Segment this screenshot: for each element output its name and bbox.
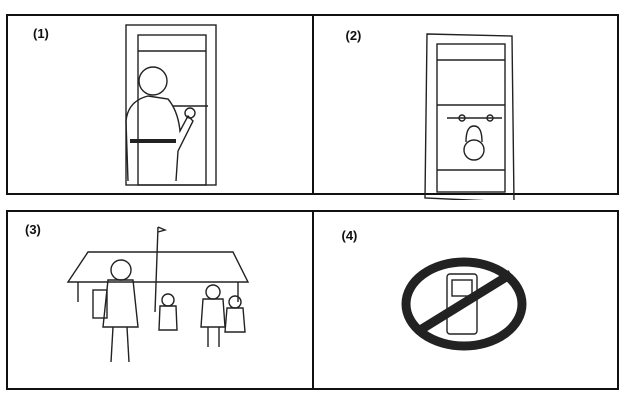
panel-1: (1) xyxy=(8,16,312,193)
panel-label: (4) xyxy=(341,228,358,243)
girl-going-to-school-icon xyxy=(66,226,250,363)
panel-label: (2) xyxy=(345,28,362,43)
panel-2: (2) xyxy=(311,16,618,200)
no-mobile-phone-icon xyxy=(401,257,526,351)
panel-label: (1) xyxy=(33,26,49,41)
man-locking-door-icon xyxy=(125,24,217,186)
top-row: (1) (2) xyxy=(6,14,619,200)
panel-3: (3) xyxy=(8,212,312,388)
bottom-row: (3) (4) xyxy=(6,210,619,390)
padlocked-door-icon xyxy=(423,33,515,200)
panel-4: (4) xyxy=(311,212,618,388)
panel-label: (3) xyxy=(25,222,41,237)
